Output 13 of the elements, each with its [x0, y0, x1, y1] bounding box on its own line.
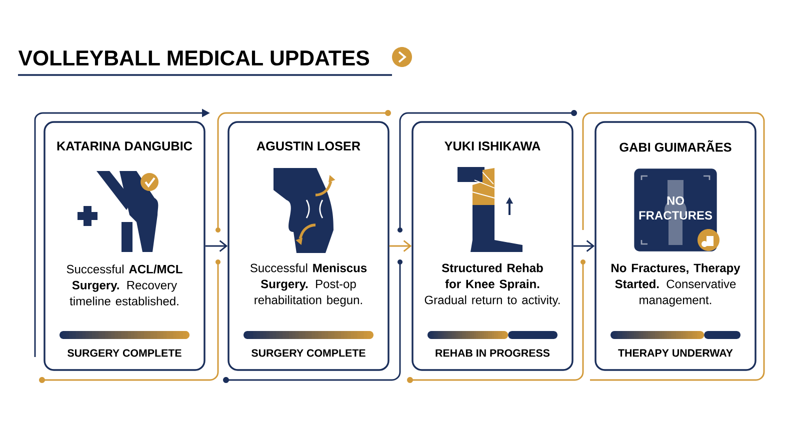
xray-panel: NO FRACTURES [634, 168, 717, 252]
status-label: SURGERY COMPLETE [252, 349, 366, 357]
description: Successful ACL/MCL Surgery. Recovery timeline established. [66, 264, 182, 306]
status-label: REHAB IN PROGRESS [436, 349, 550, 357]
title: VOLLEYBALL MEDICAL UPDATES [18, 50, 370, 66]
description: No Fractures, Therapy Started. Conservative management. [612, 263, 740, 307]
status-label: SURGERY COMPLETE [68, 349, 182, 357]
description: Structured Rehab for Knee Sprain. Gradual return to activity. [424, 263, 560, 307]
arrow [205, 240, 228, 252]
status-label: THERAPY UNDERWAY [618, 349, 733, 357]
arrow [389, 240, 412, 252]
arrow [573, 240, 595, 252]
description: Successful Meniscus Surgery. Post-op rehabilitation begun. [250, 263, 367, 307]
